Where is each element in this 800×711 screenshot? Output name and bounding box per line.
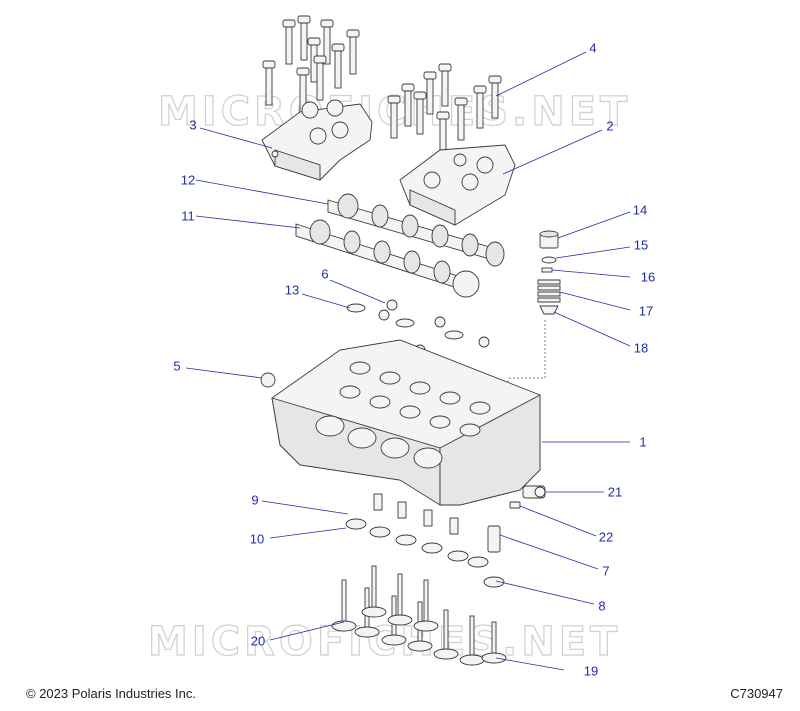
cylinder-head xyxy=(271,339,541,506)
valve-train-parts xyxy=(499,230,561,396)
callout-1: 1 xyxy=(639,434,647,450)
callout-21: 21 xyxy=(607,484,623,500)
callout-3: 3 xyxy=(189,117,197,133)
callout-11: 11 xyxy=(181,208,195,224)
camshaft-upper xyxy=(327,193,505,267)
callout-6: 6 xyxy=(321,266,329,282)
callout-7: 7 xyxy=(602,563,610,579)
bolts-left xyxy=(262,15,360,113)
diagram-code: C730947 xyxy=(730,686,783,701)
callout-15: 15 xyxy=(633,237,649,253)
callout-14: 14 xyxy=(632,202,648,218)
callout-2: 2 xyxy=(606,118,614,134)
bolts-right xyxy=(387,63,502,155)
callout-4: 4 xyxy=(589,40,597,56)
cap-nuts-and-rings xyxy=(260,299,490,388)
camshaft-lower xyxy=(295,219,480,298)
camshaft-cap-right xyxy=(399,144,516,226)
callout-9: 9 xyxy=(251,492,259,508)
callout-10: 10 xyxy=(249,531,265,547)
camshaft-cap-left xyxy=(261,99,373,181)
callout-5: 5 xyxy=(173,358,181,374)
valves xyxy=(331,565,507,666)
callout-8: 8 xyxy=(598,598,606,614)
callout-12: 12 xyxy=(180,172,196,188)
valve-guides-and-seals xyxy=(345,493,505,588)
callout-16: 16 xyxy=(640,269,656,285)
callout-19: 19 xyxy=(583,663,599,679)
leader-lines xyxy=(185,51,631,671)
callout-17: 17 xyxy=(638,303,654,319)
callout-22: 22 xyxy=(598,529,614,545)
callout-18: 18 xyxy=(633,340,649,356)
callout-13: 13 xyxy=(284,282,300,298)
callout-20: 20 xyxy=(250,633,266,649)
copyright-text: © 2023 Polaris Industries Inc. xyxy=(26,686,196,701)
